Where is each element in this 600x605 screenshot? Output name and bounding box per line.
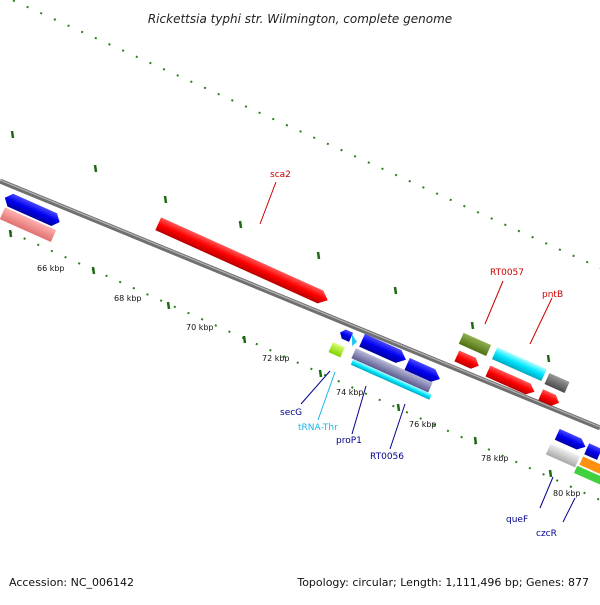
label-quef: queF: [506, 515, 528, 525]
label-pntb: pntB: [542, 290, 563, 300]
gene-blue-small: [340, 329, 354, 342]
scale-label-72: 72 kbp: [262, 354, 290, 363]
label-rt0056: RT0056: [370, 452, 404, 462]
label-leaders: [259, 181, 576, 523]
label-trna-thr: tRNA-Thr: [298, 423, 338, 433]
upper-tick-row: [12, 0, 600, 292]
gene-olive: [458, 332, 492, 356]
gene-red-cluster2: [485, 365, 535, 395]
label-czcr: czcR: [536, 529, 557, 539]
gene-rt0057: [491, 347, 547, 382]
gene-sca2: [155, 217, 328, 304]
gene-pntb: [544, 373, 570, 393]
scale-label-68: 68 kbp: [114, 294, 142, 303]
scale-label-78: 78 kbp: [481, 454, 509, 463]
gene-orange-right: [579, 456, 600, 474]
gene-czcr: [573, 465, 600, 485]
gene-trna-thr: [352, 334, 357, 346]
label-rt0057: RT0057: [490, 268, 524, 278]
scale-label-70: 70 kbp: [186, 323, 214, 332]
gene-red-cluster1: [454, 350, 479, 369]
genome-backbone: [0, 178, 600, 431]
gene-secg: [328, 342, 345, 358]
lower-tick-row: [9, 231, 600, 501]
gene-blue-right2: [584, 443, 600, 460]
scale-label-80: 80 kbp: [553, 489, 581, 498]
gene-prop1: [351, 348, 433, 393]
scale-label-74: 74 kbp: [336, 388, 364, 397]
gene-name-labels: sca2 RT0057 pntB secG tRNA-Thr proP1 RT0…: [270, 170, 563, 539]
gene-blue-left: [4, 193, 60, 227]
gene-rt0056: [350, 359, 432, 400]
gene-blue-right1: [554, 428, 586, 450]
scale-label-66: 66 kbp: [37, 264, 65, 273]
lower-major-ticks: [8, 229, 553, 478]
map-title: Rickettsia typhi str. Wilmington, comple…: [148, 12, 452, 26]
upper-major-ticks: [10, 130, 551, 363]
gene-red-cluster3: [538, 389, 559, 406]
genome-summary-text: Topology: circular; Length: 1,111,496 bp…: [296, 576, 589, 589]
gene-quef: [545, 443, 580, 468]
gene-blue-mid2: [404, 358, 440, 383]
scale-labels: 66 kbp 68 kbp 70 kbp 72 kbp 74 kbp 76 kb…: [37, 264, 581, 498]
accession-text: Accession: NC_006142: [9, 576, 134, 589]
label-secg: secG: [280, 408, 302, 418]
gene-pink-left: [0, 207, 57, 242]
scale-label-76: 76 kbp: [409, 420, 437, 429]
label-sca2: sca2: [270, 170, 291, 180]
gene-blue-mid: [359, 333, 406, 363]
label-prop1: proP1: [336, 436, 362, 446]
